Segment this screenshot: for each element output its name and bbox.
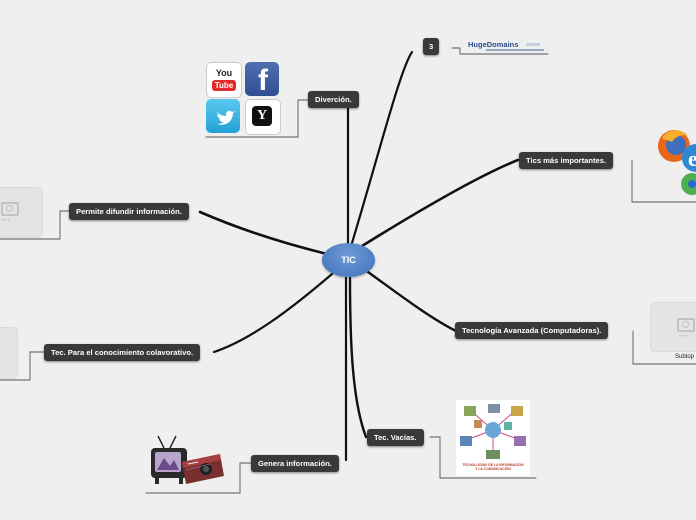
facebook-icon: f [245,62,279,96]
ie-icon [682,144,696,172]
camera-icon [1,202,19,216]
camera-icon [677,318,695,332]
topic-tics-importantes[interactable]: Tics más importantes. [519,152,614,169]
image-placeholder-difundir[interactable]: ••• [0,187,43,238]
tic-image-caption-1: TECNOLOGÍAS DE LA INFORMACIÓN [462,463,524,467]
tic-diagram-image[interactable]: TECNOLOGÍAS DE LA INFORMACIÓN Y LA COMUN… [456,400,530,476]
topic-label: Permite difundir información. [76,207,182,216]
topic-genera-informacion[interactable]: Genera información. [251,455,339,472]
youtube-icon: You Tube [206,62,242,98]
youtube-tube-badge: Tube [212,80,236,91]
topic-label: Tics más importantes. [526,156,607,165]
projector-icon [182,454,224,484]
topic-label: Tec. Vacías. [374,433,417,442]
topic-label: Tecnología Avanzada (Computadoras). [462,326,602,335]
social-media-image[interactable]: You Tube f Y [205,61,283,137]
central-topic-tic[interactable]: TIC [322,243,375,277]
topic-label: 3 [429,42,434,51]
hugedomains-logo[interactable]: HugeDomains [468,41,548,53]
topic-conocimiento-colaborativo[interactable]: Tec. Para el conocimiento colavorativo. [44,344,201,361]
twitter-icon [206,99,240,133]
tic-image-caption-2: Y LA COMUNICACIÓN [475,467,511,472]
yahoo-icon: Y [245,99,281,135]
topic-tec-vacias[interactable]: Tec. Vacías. [367,429,424,446]
tv-projector-image[interactable] [148,434,226,492]
hugedomains-logo-text: HugeDomains [468,40,519,49]
image-placeholder-avanzada[interactable]: ••• [650,302,696,352]
svg-text:e: e [688,146,696,171]
topic-tecnologia-avanzada[interactable]: Tecnología Avanzada (Computadoras). [455,322,609,339]
browser-logos-image[interactable]: e [652,126,696,196]
topic-label: Tec. Para el conocimiento colavorativo. [51,348,194,357]
topic-label: Diverción. [315,95,352,104]
central-topic-label: TIC [341,255,356,265]
topic-label: Genera información. [258,459,332,468]
image-placeholder-colaborativo[interactable] [0,327,18,379]
tv-icon [151,435,187,484]
youtube-text: You [215,68,233,78]
topic-three[interactable]: 3 [423,38,440,55]
topic-diversion[interactable]: Diverción. [308,91,359,108]
topic-difundir-informacion[interactable]: Permite difundir información. [69,203,189,220]
subtopic-label[interactable]: Subtop [675,354,695,360]
